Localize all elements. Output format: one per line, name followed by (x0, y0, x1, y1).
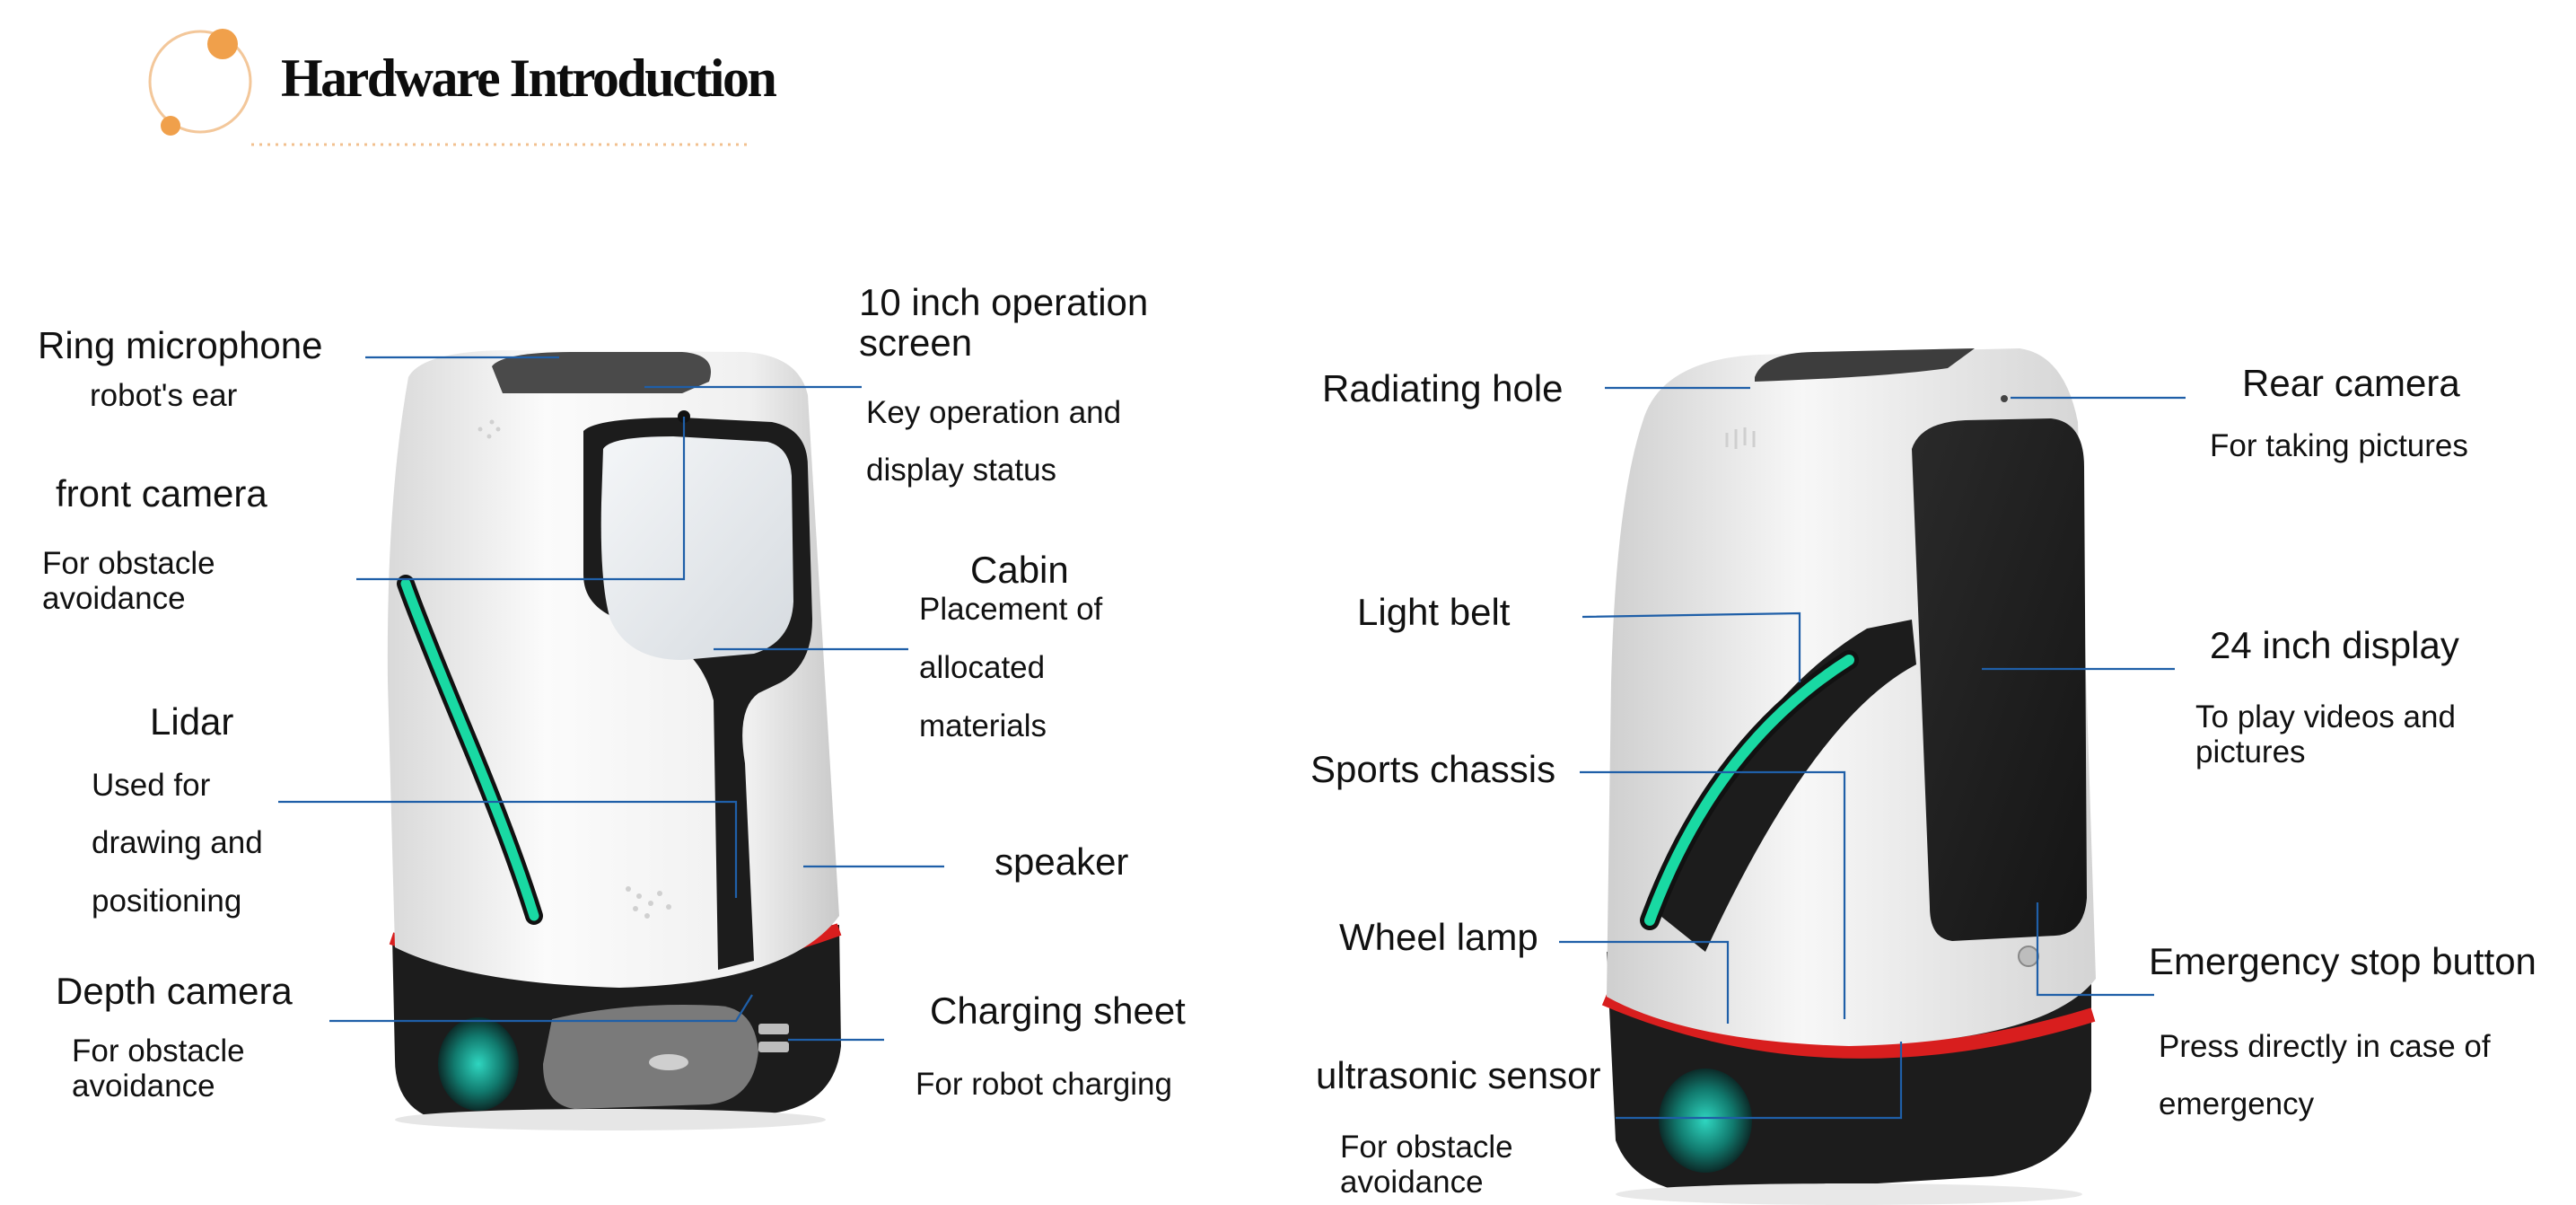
header-ornament-icon (148, 29, 749, 146)
lidar-label: Lidar (150, 700, 234, 743)
speaker-label: speaker (994, 840, 1129, 883)
lidar-desc-line2: drawing and (92, 825, 263, 860)
front-camera-desc-line2: avoidance (42, 581, 186, 616)
sports-chassis-label: Sports chassis (1310, 748, 1556, 790)
depth-camera-desc-line2: avoidance (72, 1069, 215, 1104)
rear-camera-desc: For taking pictures (2210, 428, 2468, 463)
emergency-stop-desc-line2: emergency (2159, 1086, 2315, 1121)
wheel-lamp-label: Wheel lamp (1339, 916, 1538, 958)
operation-screen-desc-line2: display status (866, 453, 1057, 488)
charging-sheet-label: Charging sheet (930, 990, 1186, 1032)
light-belt-label: Light belt (1357, 591, 1511, 633)
depth-camera-label: Depth camera (56, 970, 293, 1012)
cabin-desc-line3: materials (919, 708, 1047, 743)
display-label: 24 inch display (2210, 624, 2459, 666)
operation-screen-label-line2: screen (859, 321, 973, 364)
display-desc-line2: pictures (2195, 734, 2306, 770)
lidar-desc-line1: Used for (92, 768, 211, 803)
display-desc-line1: To play videos and (2195, 699, 2456, 734)
ring-microphone-desc: robot's ear (90, 378, 238, 413)
operation-screen-label-line1: 10 inch operation (859, 281, 1149, 323)
charging-sheet-desc: For robot charging (916, 1067, 1172, 1102)
emergency-stop-label: Emergency stop button (2149, 940, 2537, 982)
radiating-hole-label: Radiating hole (1322, 367, 1564, 409)
emergency-stop-desc-line1: Press directly in case of (2159, 1029, 2491, 1064)
cabin-desc-line2: allocated (919, 650, 1046, 685)
rear-camera-label: Rear camera (2242, 362, 2460, 404)
page-title: Hardware Introduction (281, 48, 777, 108)
ultrasonic-sensor-desc-line2: avoidance (1340, 1165, 1484, 1200)
cabin-label: Cabin (970, 549, 1069, 591)
ring-microphone-label: Ring microphone (38, 324, 323, 366)
front-camera-label: front camera (56, 472, 267, 515)
operation-screen-desc-line1: Key operation and (866, 395, 1122, 430)
lidar-desc-line3: positioning (92, 884, 242, 919)
robot-front-view (387, 350, 842, 1130)
depth-camera-desc-line1: For obstacle (72, 1033, 245, 1069)
leader-lines (278, 356, 2186, 1120)
ultrasonic-sensor-desc-line1: For obstacle (1340, 1130, 1513, 1165)
robot-rear-view (1601, 348, 2096, 1205)
cabin-desc-line1: Placement of (919, 592, 1103, 627)
ultrasonic-sensor-label: ultrasonic sensor (1316, 1054, 1601, 1096)
front-camera-desc-line1: For obstacle (42, 546, 215, 581)
